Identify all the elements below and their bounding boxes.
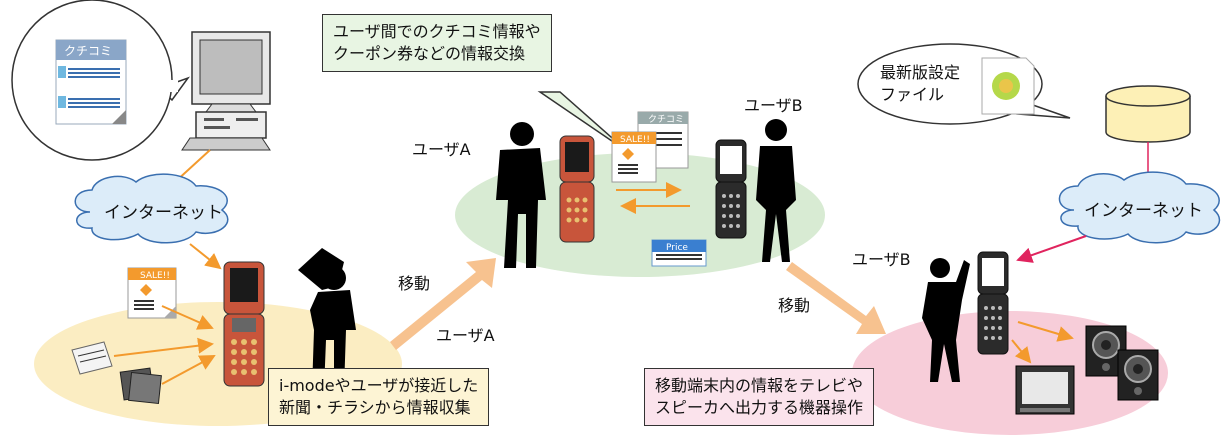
user-a-silhouette — [496, 122, 546, 268]
user-a-move-label: ユーザA — [436, 326, 495, 345]
sale-label-center: SALE!! — [620, 135, 650, 145]
callout-collect: i-modeやユーザが接近した 新聞・チラシから情報収集 — [268, 368, 490, 426]
price-document-icon — [651, 239, 707, 267]
speech-bubble-kuchikomi — [11, 0, 191, 161]
callout-operate-line2: スピーカへ出力する機器操作 — [655, 398, 864, 417]
user-b-top-label: ユーザB — [744, 96, 803, 115]
database-server-icon — [1105, 85, 1191, 143]
price-label: Price — [666, 243, 688, 253]
kuchikomi-label: クチコミ — [64, 44, 112, 58]
internet-cloud-left — [74, 173, 229, 244]
callout-operate-line1: 移動端末内の情報をテレビや — [655, 376, 864, 395]
cloud-right-label: インターネット — [1084, 201, 1203, 221]
config-file-label-line1: 最新版設定 — [880, 63, 961, 82]
cloud-left-label: インターネット — [104, 203, 223, 223]
callout-exchange-line2: クーポン券などの情報交換 — [333, 44, 526, 63]
move-arrow-left — [390, 258, 496, 350]
sale-flyer-center — [611, 131, 657, 183]
user-b-right-label: ユーザB — [852, 250, 911, 269]
user-b-silhouette — [756, 119, 796, 262]
mobile-phone-b-icon — [715, 139, 747, 239]
callout-exchange: ユーザ間でのクチコミ情報や クーポン券などの情報交換 — [322, 14, 552, 72]
callout-exchange-tail — [537, 91, 629, 153]
callout-collect-line1: i-modeやユーザが接近した — [279, 376, 479, 395]
move-arrow-right — [786, 262, 886, 334]
television-icon — [1015, 365, 1075, 415]
sale-label-left: SALE!! — [140, 271, 170, 281]
move-label-right: 移動 — [778, 296, 811, 315]
config-file-icon — [981, 57, 1035, 115]
mobile-phone-left-icon — [223, 261, 265, 387]
callout-exchange-line1: ユーザ間でのクチコミ情報や — [333, 22, 541, 41]
mobile-phone-a-icon — [559, 135, 595, 243]
callout-collect-line2: 新聞・チラシから情報収集 — [279, 398, 471, 417]
move-label-left: 移動 — [398, 274, 431, 293]
config-file-label: 最新版設定 ファイル — [880, 62, 960, 106]
kuchikomi-document-icon — [55, 39, 127, 125]
user-b-right-silhouette — [922, 258, 970, 382]
desktop-computer-icon — [181, 31, 271, 151]
speech-bubble-config — [857, 43, 1071, 125]
internet-cloud-right — [1058, 171, 1221, 244]
user-a-top-label: ユーザA — [412, 140, 471, 159]
callout-operate: 移動端末内の情報をテレビや スピーカへ出力する機器操作 — [644, 368, 875, 426]
config-file-label-line2: ファイル — [880, 85, 945, 104]
newspaper-icon — [71, 341, 113, 375]
leaflet-stack-icon — [119, 367, 162, 405]
user-a-reading-silhouette — [298, 248, 356, 390]
mobile-phone-right-icon — [977, 251, 1009, 355]
kuchikomi-small-label: クチコミ — [648, 114, 684, 125]
speaker-icon-2 — [1117, 349, 1159, 401]
